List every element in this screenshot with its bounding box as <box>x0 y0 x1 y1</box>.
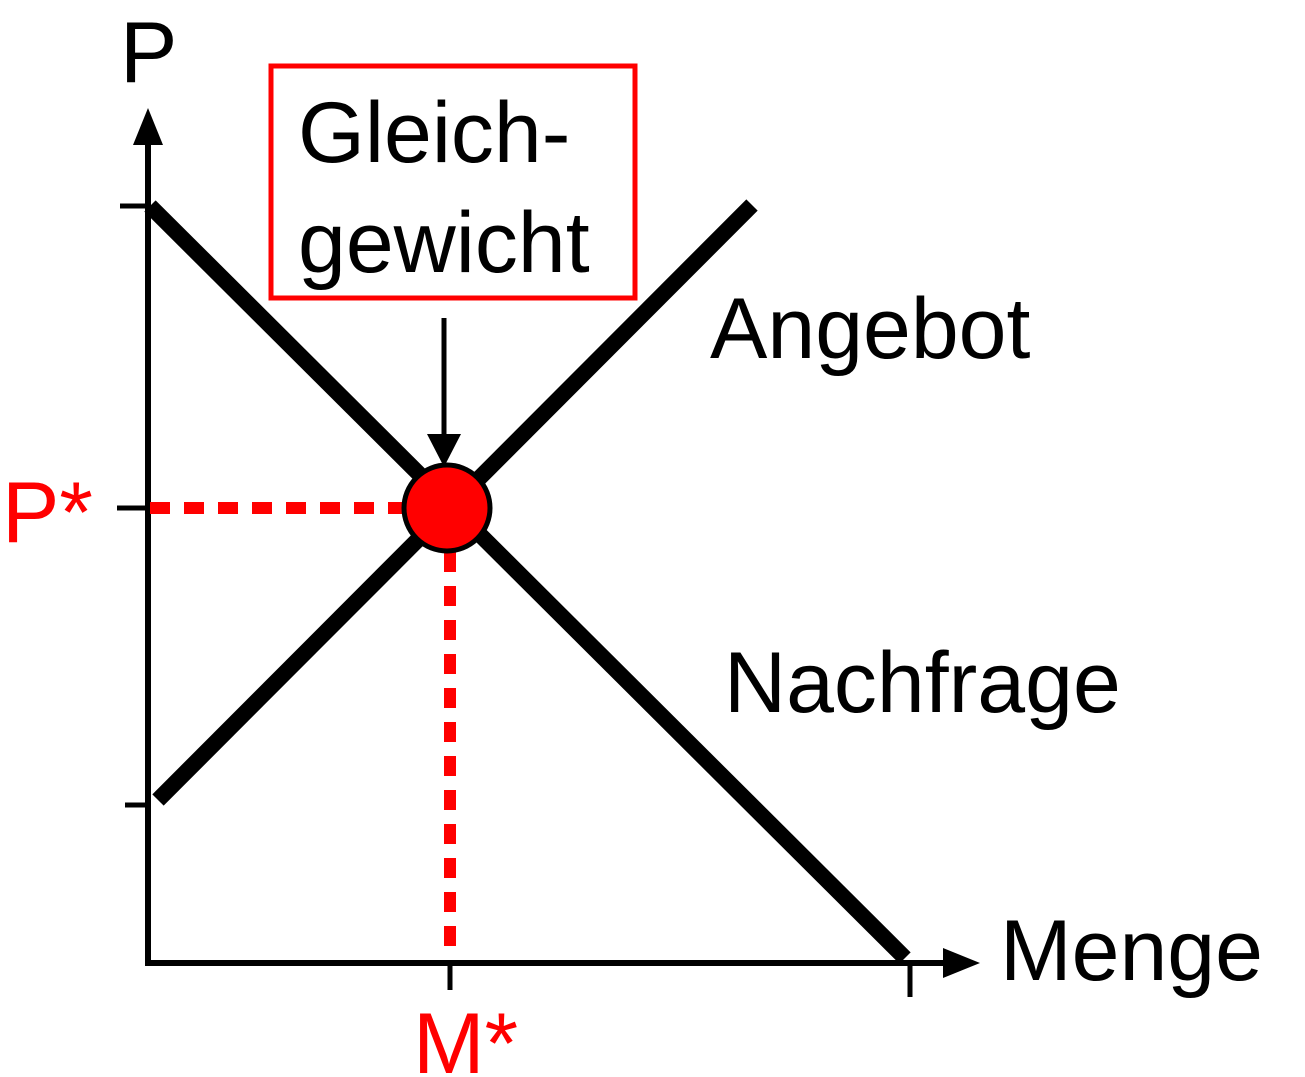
equilibrium-pointer-arrow-icon <box>427 434 461 467</box>
supply-label: Angebot <box>710 281 1031 377</box>
demand-curve <box>144 200 911 964</box>
demand-label: Nachfrage <box>724 635 1121 731</box>
y-axis-label: P <box>120 5 177 101</box>
equilibrium-label-line2: gewicht <box>298 195 590 291</box>
equilibrium-point <box>401 462 493 554</box>
x-axis-arrow-icon <box>943 948 980 978</box>
equilibrium-label-box <box>268 63 638 301</box>
equilibrium-label-line1: Gleich- <box>298 85 570 181</box>
equilibrium-quantity-label: M* <box>413 996 518 1077</box>
x-axis-label: Menge <box>1000 903 1263 999</box>
y-axis-arrow-icon <box>133 108 163 145</box>
equilibrium-price-label: P* <box>2 465 93 561</box>
